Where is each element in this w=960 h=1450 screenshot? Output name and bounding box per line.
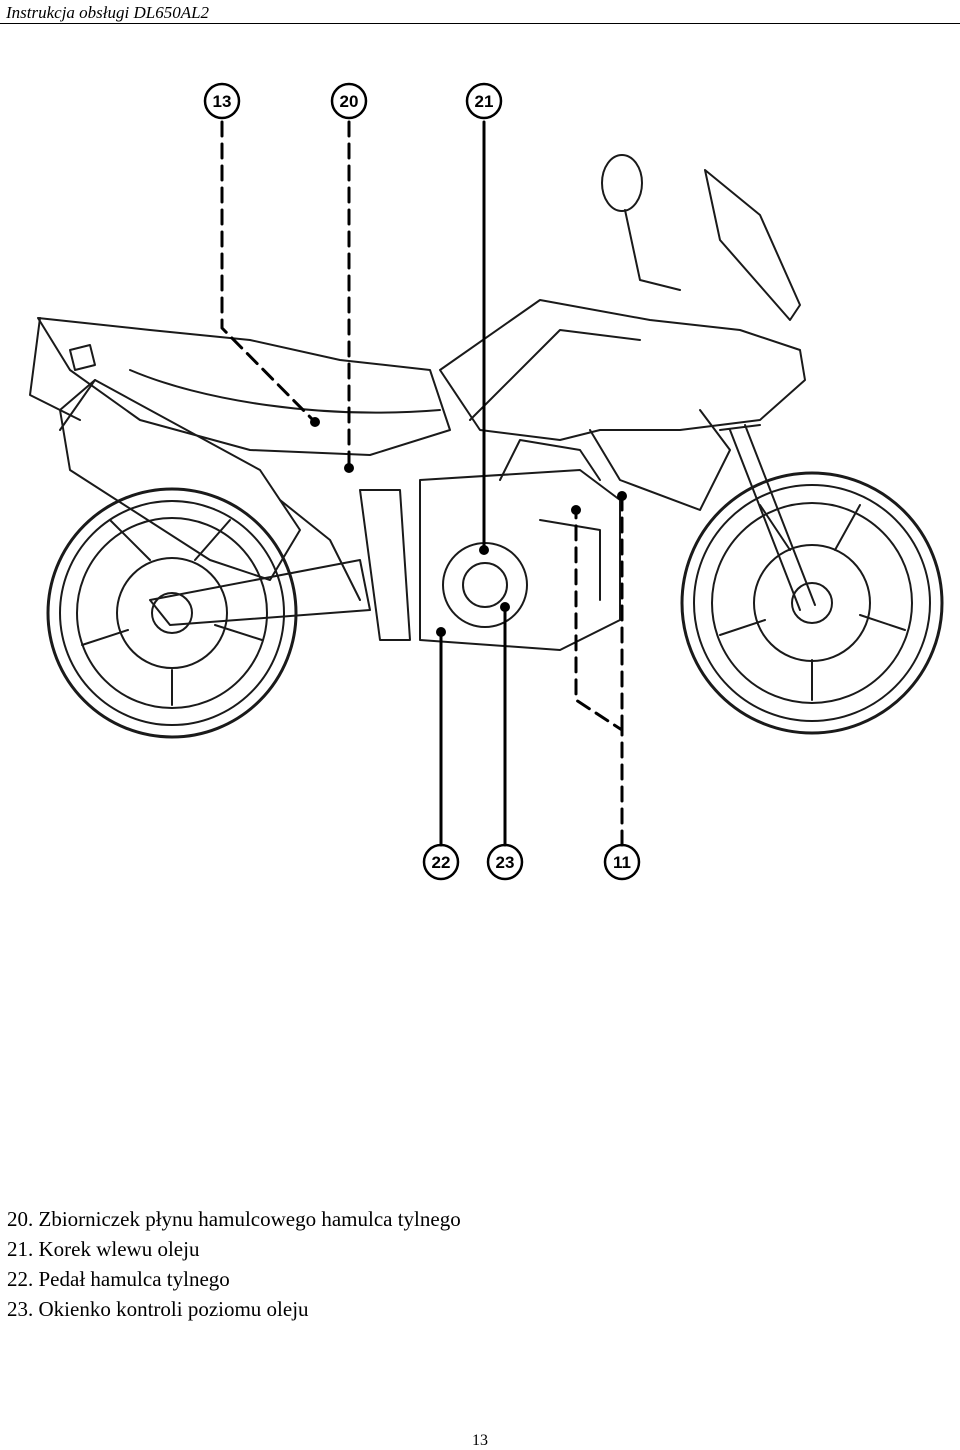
- caption-item: 21. Korek wlewu oleju: [7, 1234, 461, 1264]
- callout-leaders: [220, 120, 627, 847]
- callout-22: 22: [422, 843, 460, 881]
- caption-item: 22. Pedał hamulca tylnego: [7, 1264, 461, 1294]
- callout-20-label: 20: [340, 92, 359, 111]
- caption-number: 23.: [7, 1297, 34, 1321]
- caption-number: 21.: [7, 1237, 34, 1261]
- engine-drawing: [419, 439, 621, 651]
- front-fork-drawing: [719, 424, 816, 611]
- callout-21-label: 21: [475, 92, 494, 111]
- caption-number: 22.: [7, 1267, 34, 1291]
- exhaust-drawing: [59, 379, 301, 581]
- callout-23-label: 23: [496, 853, 515, 872]
- callout-21: 21: [465, 82, 503, 120]
- header-rule: [0, 23, 960, 24]
- callout-22-label: 22: [432, 853, 451, 872]
- callout-13-label: 13: [213, 92, 232, 111]
- windscreen-drawing: [601, 154, 801, 321]
- callout-11-label: 11: [613, 853, 631, 872]
- callout-11: 11: [603, 843, 641, 881]
- caption-number: 20.: [7, 1207, 34, 1231]
- motorcycle-diagram: 13 20 21 22 23 11: [29, 82, 944, 881]
- caption-list: 20. Zbiorniczek płynu hamulcowego hamulc…: [7, 1204, 461, 1324]
- fuel-tank-drawing: [439, 299, 806, 511]
- caption-item: 20. Zbiorniczek płynu hamulcowego hamulc…: [7, 1204, 461, 1234]
- caption-text: Zbiorniczek płynu hamulcowego hamulca ty…: [38, 1207, 461, 1231]
- callout-20: 20: [330, 82, 368, 120]
- rear-wheel-drawing: [46, 487, 298, 739]
- caption-text: Korek wlewu oleju: [38, 1237, 200, 1261]
- callout-23: 23: [486, 843, 524, 881]
- caption-text: Pedał hamulca tylnego: [38, 1267, 230, 1291]
- frame-drawing: [149, 489, 411, 641]
- caption-item: 23. Okienko kontroli poziomu oleju: [7, 1294, 461, 1324]
- caption-text: Okienko kontroli poziomu oleju: [38, 1297, 309, 1321]
- rear-fender-drawing: [69, 344, 96, 371]
- front-wheel-drawing: [680, 471, 944, 735]
- seat-drawing: [29, 317, 451, 456]
- callout-13: 13: [203, 82, 241, 120]
- document-header: Instrukcja obsługi DL650AL2: [6, 3, 210, 22]
- page-number: 13: [472, 1432, 488, 1449]
